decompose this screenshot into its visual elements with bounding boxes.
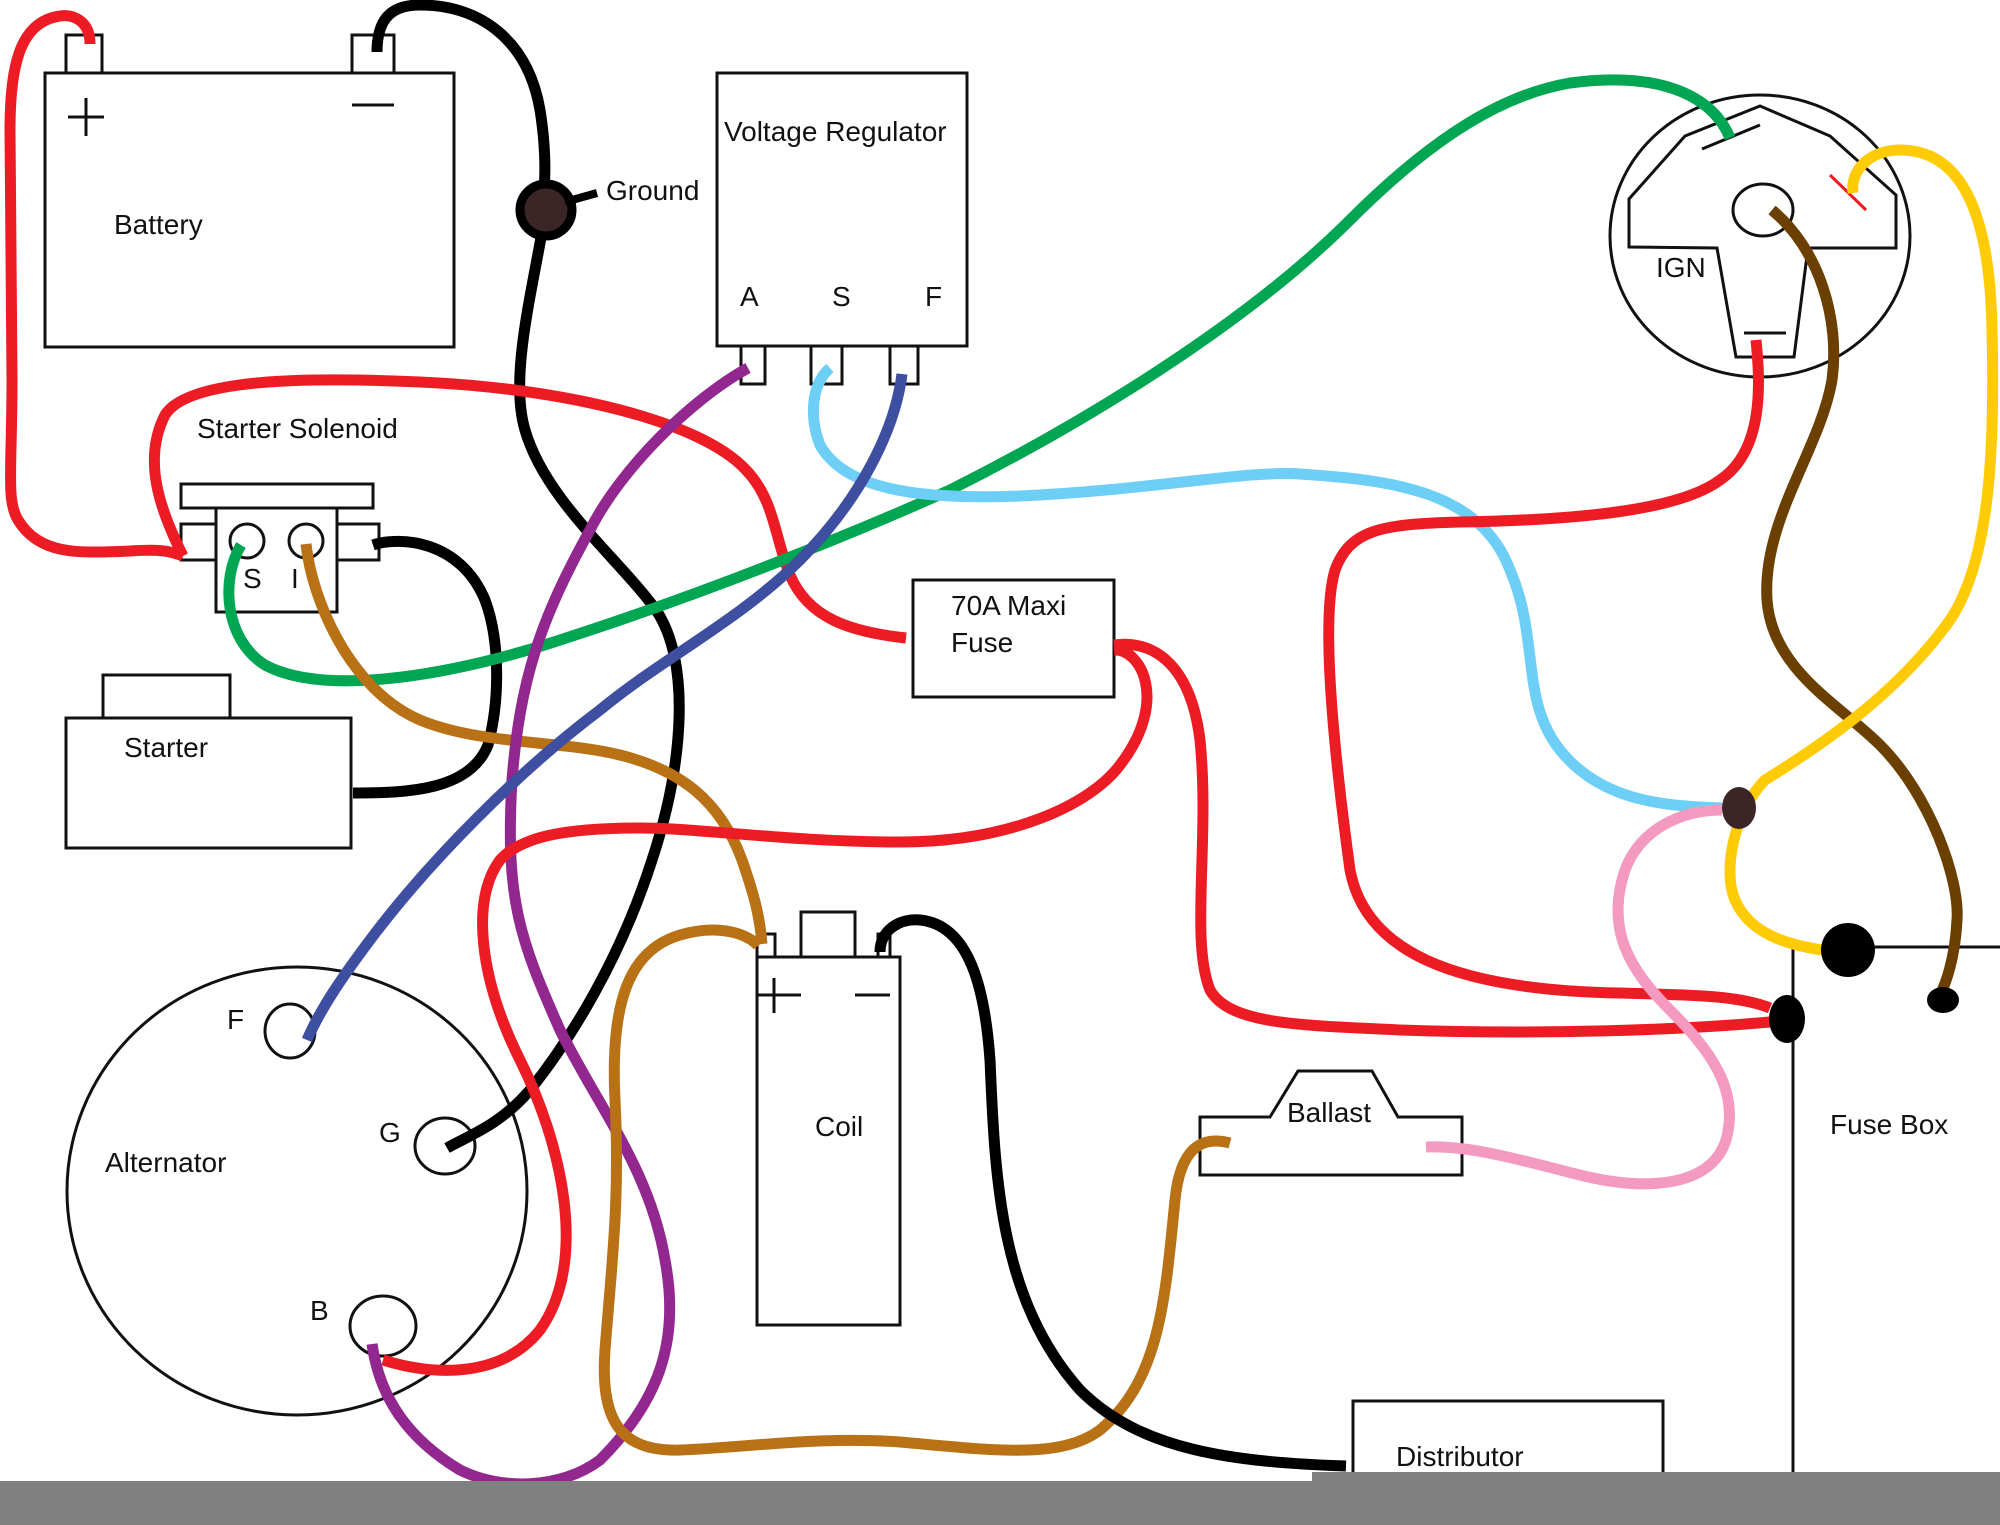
fuse-box-ign-run-terminal [1821,923,1875,977]
battery-label: Battery [114,209,203,240]
bottom-bar [0,1481,2000,1525]
wire-solenoid-s-to-ign [223,74,1736,687]
regulator-terminal-label-f: F [925,281,942,312]
solenoid-label: Starter Solenoid [197,413,398,444]
ign-label: IGN [1656,252,1706,283]
distributor-label: Distributor [1396,1441,1524,1472]
fuse-box-battery-terminal [1769,995,1805,1043]
alternator-terminal-label-f: F [227,1004,244,1035]
wire-solenoid-i-to-coil [300,543,768,945]
wire-regulator-s-to-splice [807,363,1723,814]
solenoid-terminal-label-s: S [243,563,262,594]
wire-battery-neg-to-ground [371,0,551,211]
ign-center-terminal [1731,182,1795,238]
solenoid-left-post [179,522,218,562]
wire-maxi-fuse-to-fuse-box [1113,638,1771,1038]
alternator-terminal-b [348,1294,418,1358]
fuse-box-accessory-terminal [1927,987,1959,1013]
wire-solenoid-to-starter [352,535,503,799]
fuse-box-label: Fuse Box [1830,1109,1948,1140]
wire-battery-pos-to-solenoid [4,10,185,562]
ign-key-outline [1627,104,1898,359]
ground: Ground [606,175,699,206]
battery-body [43,71,456,349]
wire-coil-neg-to-distributor [874,914,1347,1472]
starter: Starter [64,673,353,850]
plus-icon [68,98,104,136]
fuse-box-body [1791,945,2000,1525]
wire-maxi-fuse-to-alternator-b [381,644,1153,1376]
voltage-regulator: Voltage Regulator A S F [715,71,969,386]
starter-tab [101,673,232,720]
alternator-label: Alternator [105,1147,226,1178]
regulator-label: Voltage Regulator [724,116,947,147]
alternator-terminal-label-b: B [310,1295,329,1326]
maxi-fuse-label-line2: Fuse [951,627,1013,658]
battery-positive-terminal [64,33,104,75]
fuse-box: Fuse Box [1791,945,2000,1525]
ground-label: Ground [606,175,699,206]
regulator-terminal-label-s: S [832,281,851,312]
ground-stud-tab [563,189,599,206]
alternator: Alternator F G B [65,965,529,1417]
maxi-fuse-label-line1: 70A Maxi [951,590,1066,621]
wire-ign-run-to-fuse-box [1724,144,1999,956]
wire-ign-bat-to-fuse-box [1323,339,1773,1014]
wire-splice-to-ballast [1425,804,1735,1190]
ballast-body [1198,1069,1464,1177]
ballast: Ballast [1198,1069,1464,1177]
alternator-terminal-g [413,1116,477,1176]
solenoid-top-bar [179,482,375,510]
maxi-fuse-body [911,578,1116,699]
coil-body [755,955,902,1327]
wire-regulator-f-to-alternator-f [301,373,908,1043]
battery: Battery [43,33,456,349]
maxi-fuse: 70A Maxi Fuse [911,578,1116,699]
regulator-terminal-label-a: A [740,281,759,312]
splice-connector [1722,787,1756,829]
alternator-body [65,965,529,1417]
solenoid-terminal-label-i: I [291,563,299,594]
wire-ground-to-alternator-g [444,231,685,1153]
ground-stud [515,179,577,241]
wire-ballast-to-coil [598,924,1232,1456]
starter-label: Starter [124,732,208,763]
wire-ign-acc-to-fuse-box [1761,205,1963,998]
alternator-terminal-label-g: G [379,1117,401,1148]
coil-center-tower [799,910,857,959]
coil: Coil [755,910,902,1327]
bottom-bar-step [1312,1472,2000,1482]
starter-solenoid: Starter Solenoid S I [179,413,398,614]
ignition-switch: IGN [1608,93,1912,379]
plus-icon [758,978,801,1013]
ballast-label: Ballast [1287,1097,1371,1128]
starter-body [64,716,353,850]
coil-label: Coil [815,1111,863,1142]
regulator-body [715,71,969,348]
wire-solenoid-to-maxi-fuse [148,374,907,644]
